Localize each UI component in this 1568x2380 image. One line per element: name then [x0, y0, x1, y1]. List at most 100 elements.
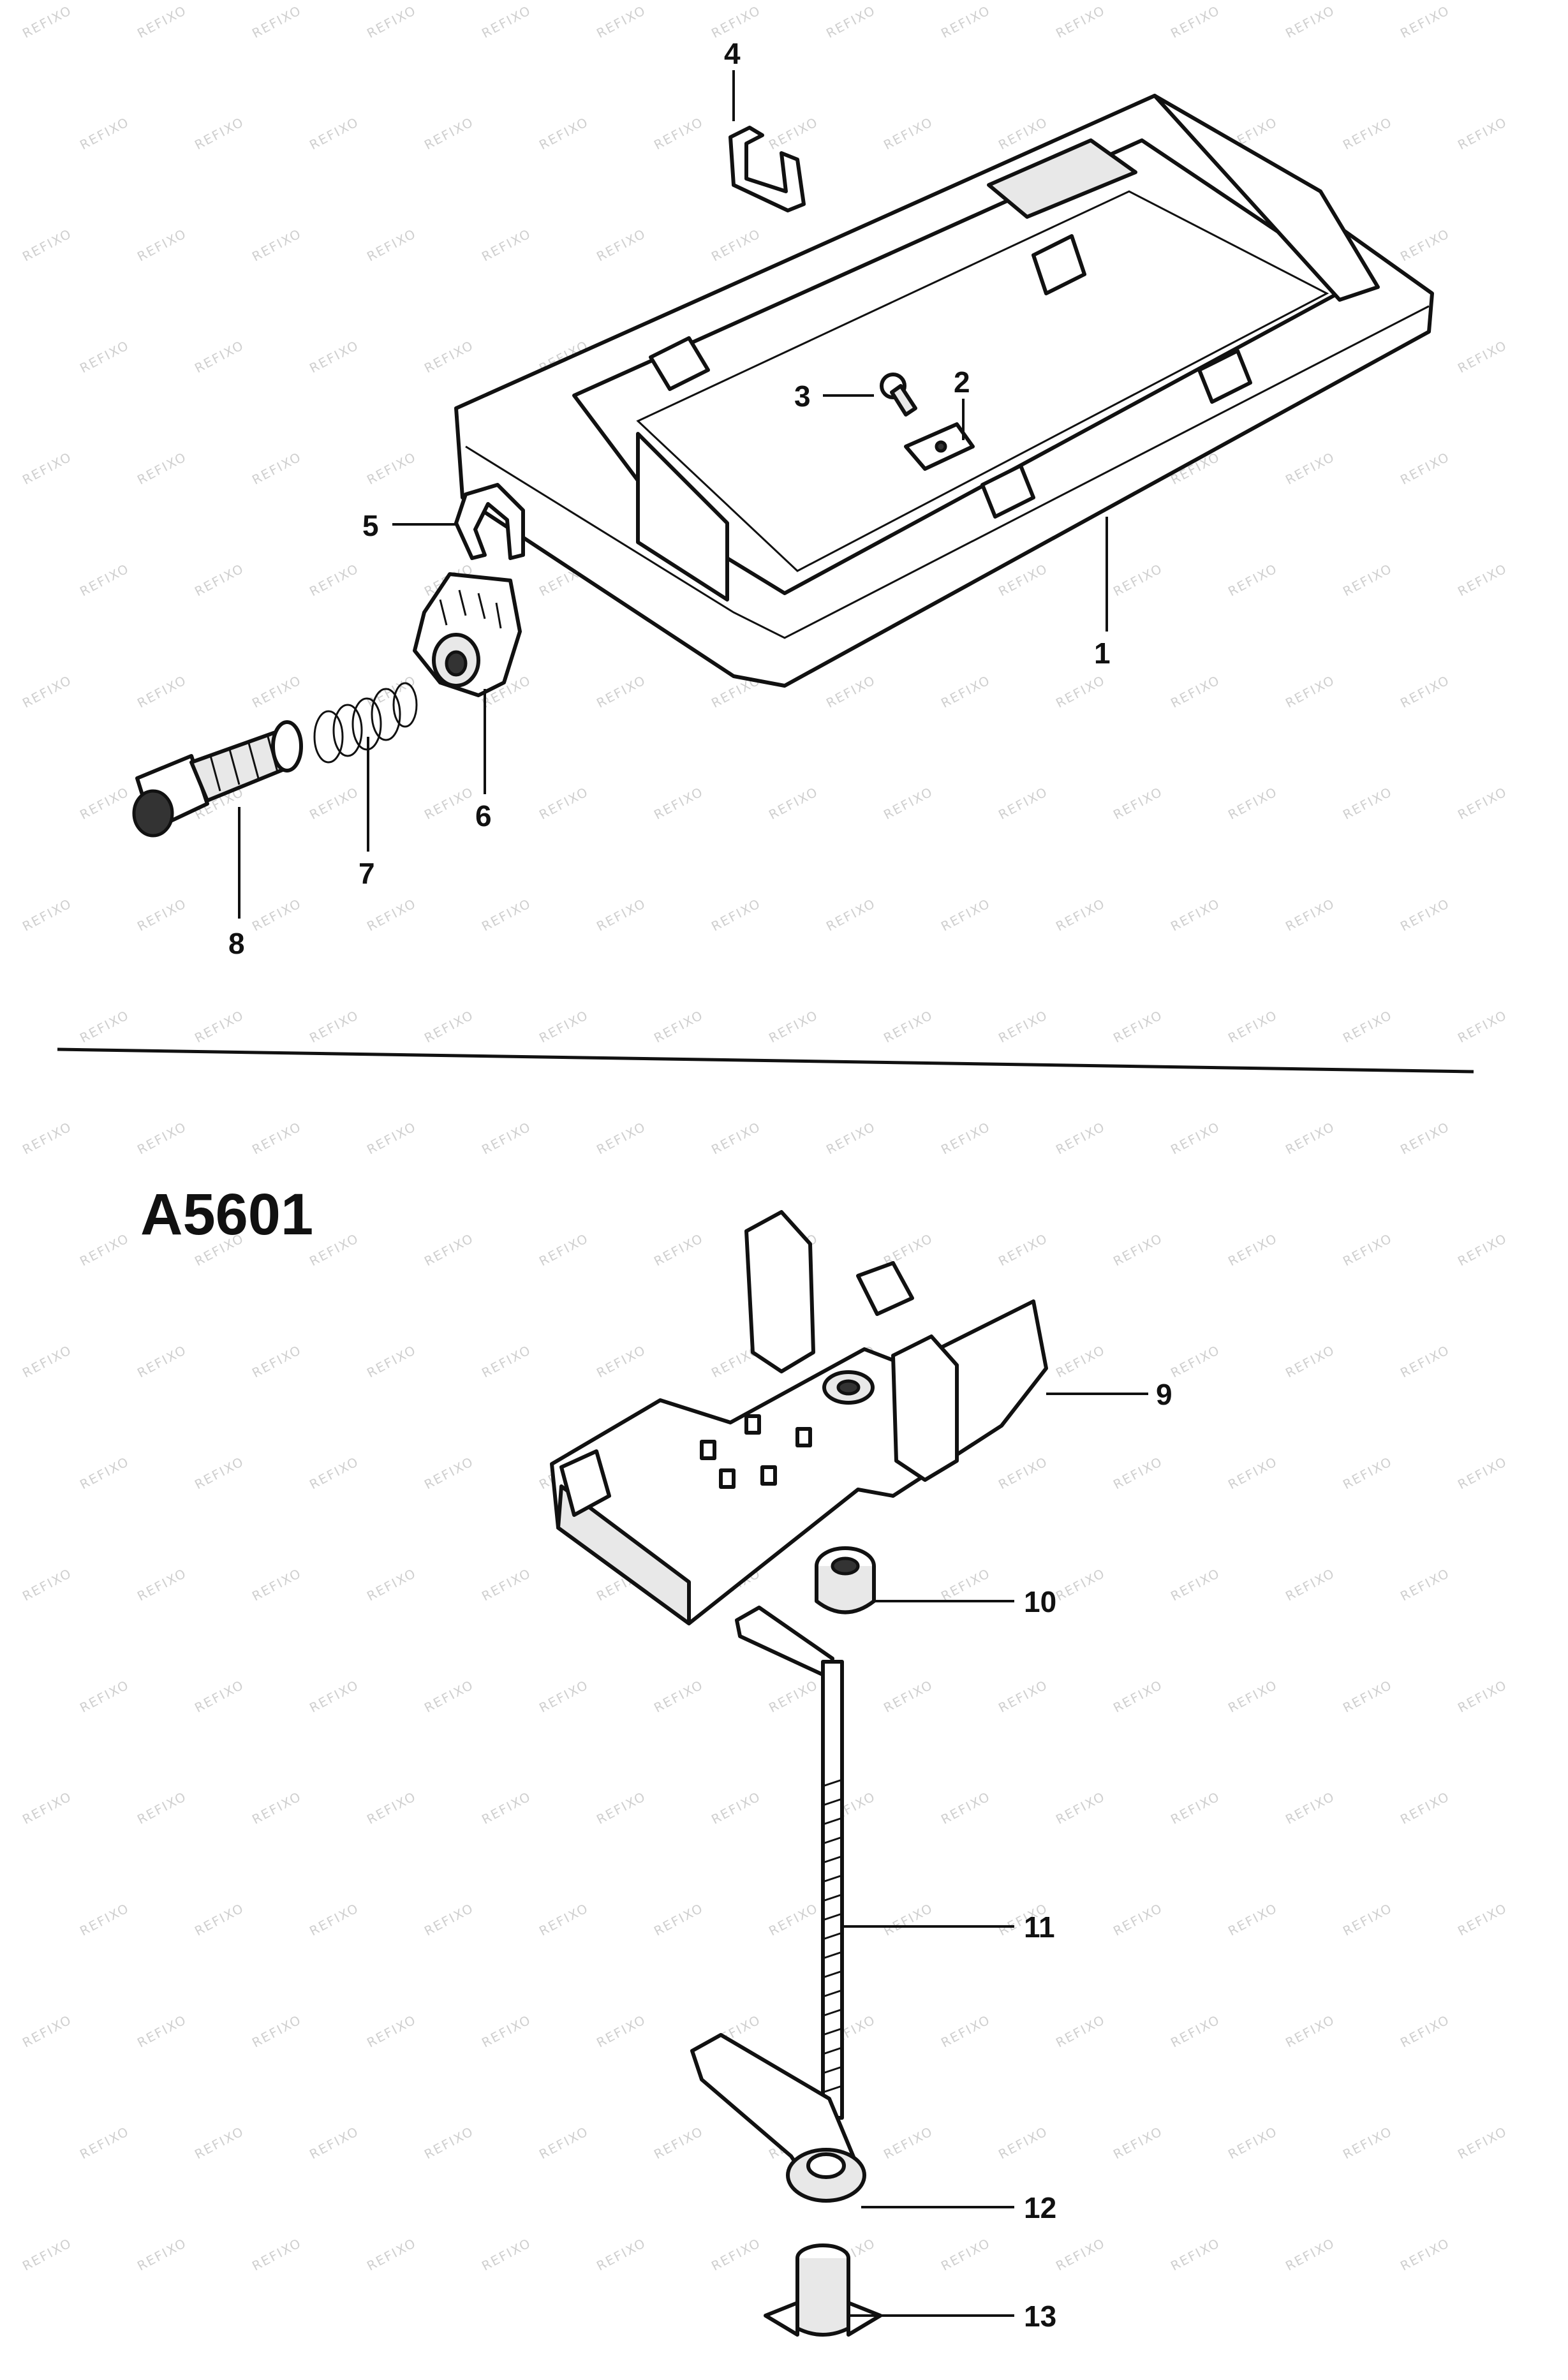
watermark-text: REFIXO — [594, 1789, 649, 1828]
watermark-text: REFIXO — [1340, 1007, 1395, 1046]
watermark-text: REFIXO — [135, 1789, 189, 1828]
watermark-text: REFIXO — [766, 1007, 821, 1046]
watermark-text: REFIXO — [1053, 1789, 1108, 1828]
callout-1: 1 — [1094, 637, 1111, 670]
watermark-text: REFIXO — [192, 1007, 247, 1046]
part-13-wing-nut — [764, 2243, 882, 2337]
watermark-text: REFIXO — [77, 1454, 132, 1493]
watermark-text: REFIXO — [1398, 1565, 1453, 1604]
watermark-text: REFIXO — [249, 2235, 304, 2274]
watermark-text: REFIXO — [192, 1677, 247, 1716]
watermark-text: REFIXO — [307, 114, 362, 153]
watermark-text: REFIXO — [192, 561, 247, 600]
watermark-text: REFIXO — [709, 226, 764, 265]
watermark-text: REFIXO — [1283, 3, 1338, 41]
watermark-text: REFIXO — [651, 1231, 706, 1269]
watermark-text: REFIXO — [77, 2124, 132, 2162]
watermark-text: REFIXO — [824, 896, 878, 935]
watermark-text: REFIXO — [938, 896, 993, 935]
diagram-code: A5601 — [140, 1182, 313, 1247]
watermark-text: REFIXO — [422, 784, 477, 823]
watermark-text: REFIXO — [1398, 226, 1453, 265]
watermark-text: REFIXO — [1455, 1677, 1510, 1716]
watermark-text: REFIXO — [938, 2235, 993, 2274]
watermark-text: REFIXO — [364, 449, 419, 488]
watermark-text: REFIXO — [1455, 1231, 1510, 1269]
leader-lines — [238, 70, 1148, 2317]
watermark-text: REFIXO — [594, 1119, 649, 1158]
watermark-text: REFIXO — [364, 2235, 419, 2274]
watermark-text: REFIXO — [938, 1565, 993, 1604]
part-3-screw — [880, 373, 917, 417]
watermark-text: REFIXO — [536, 114, 591, 153]
watermark-text: REFIXO — [135, 1119, 189, 1158]
watermark-text: REFIXO — [20, 2235, 75, 2274]
watermark-text: REFIXO — [249, 1342, 304, 1381]
watermark-text: REFIXO — [20, 1565, 75, 1604]
watermark-text: REFIXO — [881, 1900, 936, 1939]
watermark-text: REFIXO — [20, 1789, 75, 1828]
callout-10: 10 — [1024, 1585, 1056, 1618]
watermark-text: REFIXO — [1398, 449, 1453, 488]
watermark-text: REFIXO — [307, 2124, 362, 2162]
part-5-clip — [454, 483, 525, 560]
watermark-text: REFIXO — [1340, 1677, 1395, 1716]
watermark-text: REFIXO — [881, 1007, 936, 1046]
callout-8: 8 — [228, 927, 245, 960]
watermark-text: REFIXO — [1168, 2235, 1223, 2274]
watermark-text: REFIXO — [536, 1677, 591, 1716]
watermark-text: REFIXO — [1225, 1007, 1280, 1046]
watermark-text: REFIXO — [1053, 672, 1108, 711]
watermark-text: REFIXO — [364, 226, 419, 265]
watermark-text: REFIXO — [1398, 2235, 1453, 2274]
watermark-text: REFIXO — [77, 114, 132, 153]
callout-3: 3 — [794, 380, 811, 413]
watermark-text: REFIXO — [249, 2012, 304, 2051]
watermark-text: REFIXO — [479, 1789, 534, 1828]
watermark-text: REFIXO — [1225, 561, 1280, 600]
watermark-text: REFIXO — [1398, 1342, 1453, 1381]
watermark-text: REFIXO — [536, 2124, 591, 2162]
watermark-text: REFIXO — [938, 2012, 993, 2051]
watermark-text: REFIXO — [1225, 1900, 1280, 1939]
watermark-text: REFIXO — [938, 1119, 993, 1158]
watermark-text: REFIXO — [766, 1900, 821, 1939]
watermark-text: REFIXO — [77, 784, 132, 823]
watermark-text: REFIXO — [1111, 1454, 1165, 1493]
watermark-text: REFIXO — [364, 1119, 419, 1158]
watermark-text: REFIXO — [20, 672, 75, 711]
watermark-text: REFIXO — [996, 1231, 1051, 1269]
watermark-text: REFIXO — [20, 1342, 75, 1381]
watermark-text: REFIXO — [1398, 2012, 1453, 2051]
watermark-text: REFIXO — [135, 896, 189, 935]
watermark-text: REFIXO — [824, 3, 878, 41]
watermark-text: REFIXO — [1398, 1789, 1453, 1828]
section-divider — [57, 1047, 1474, 1074]
watermark-text: REFIXO — [479, 1342, 534, 1381]
watermark-text: REFIXO — [594, 226, 649, 265]
watermark-text: REFIXO — [996, 1454, 1051, 1493]
watermark-text: REFIXO — [1168, 672, 1223, 711]
watermark-text: REFIXO — [422, 1900, 477, 1939]
watermark-text: REFIXO — [996, 2124, 1051, 2162]
watermark-text: REFIXO — [1398, 672, 1453, 711]
watermark-text: REFIXO — [364, 1789, 419, 1828]
part-12-lever — [690, 2033, 866, 2203]
part-11-threaded-rod — [735, 1606, 844, 2120]
watermark-text: REFIXO — [1340, 1454, 1395, 1493]
watermark-text: REFIXO — [192, 114, 247, 153]
watermark-text: REFIXO — [1283, 896, 1338, 935]
part-8-thumb-screw — [132, 720, 303, 838]
watermark-text: REFIXO — [192, 1900, 247, 1939]
watermark-text: REFIXO — [1111, 1900, 1165, 1939]
watermark-text: REFIXO — [422, 1677, 477, 1716]
watermark-text: REFIXO — [881, 2124, 936, 2162]
watermark-text: REFIXO — [996, 784, 1051, 823]
watermark-text: REFIXO — [307, 1454, 362, 1493]
watermark-text: REFIXO — [1455, 1900, 1510, 1939]
watermark-text: REFIXO — [479, 3, 534, 41]
watermark-text: REFIXO — [249, 226, 304, 265]
watermark-text: REFIXO — [249, 1565, 304, 1604]
watermark-text: REFIXO — [536, 784, 591, 823]
